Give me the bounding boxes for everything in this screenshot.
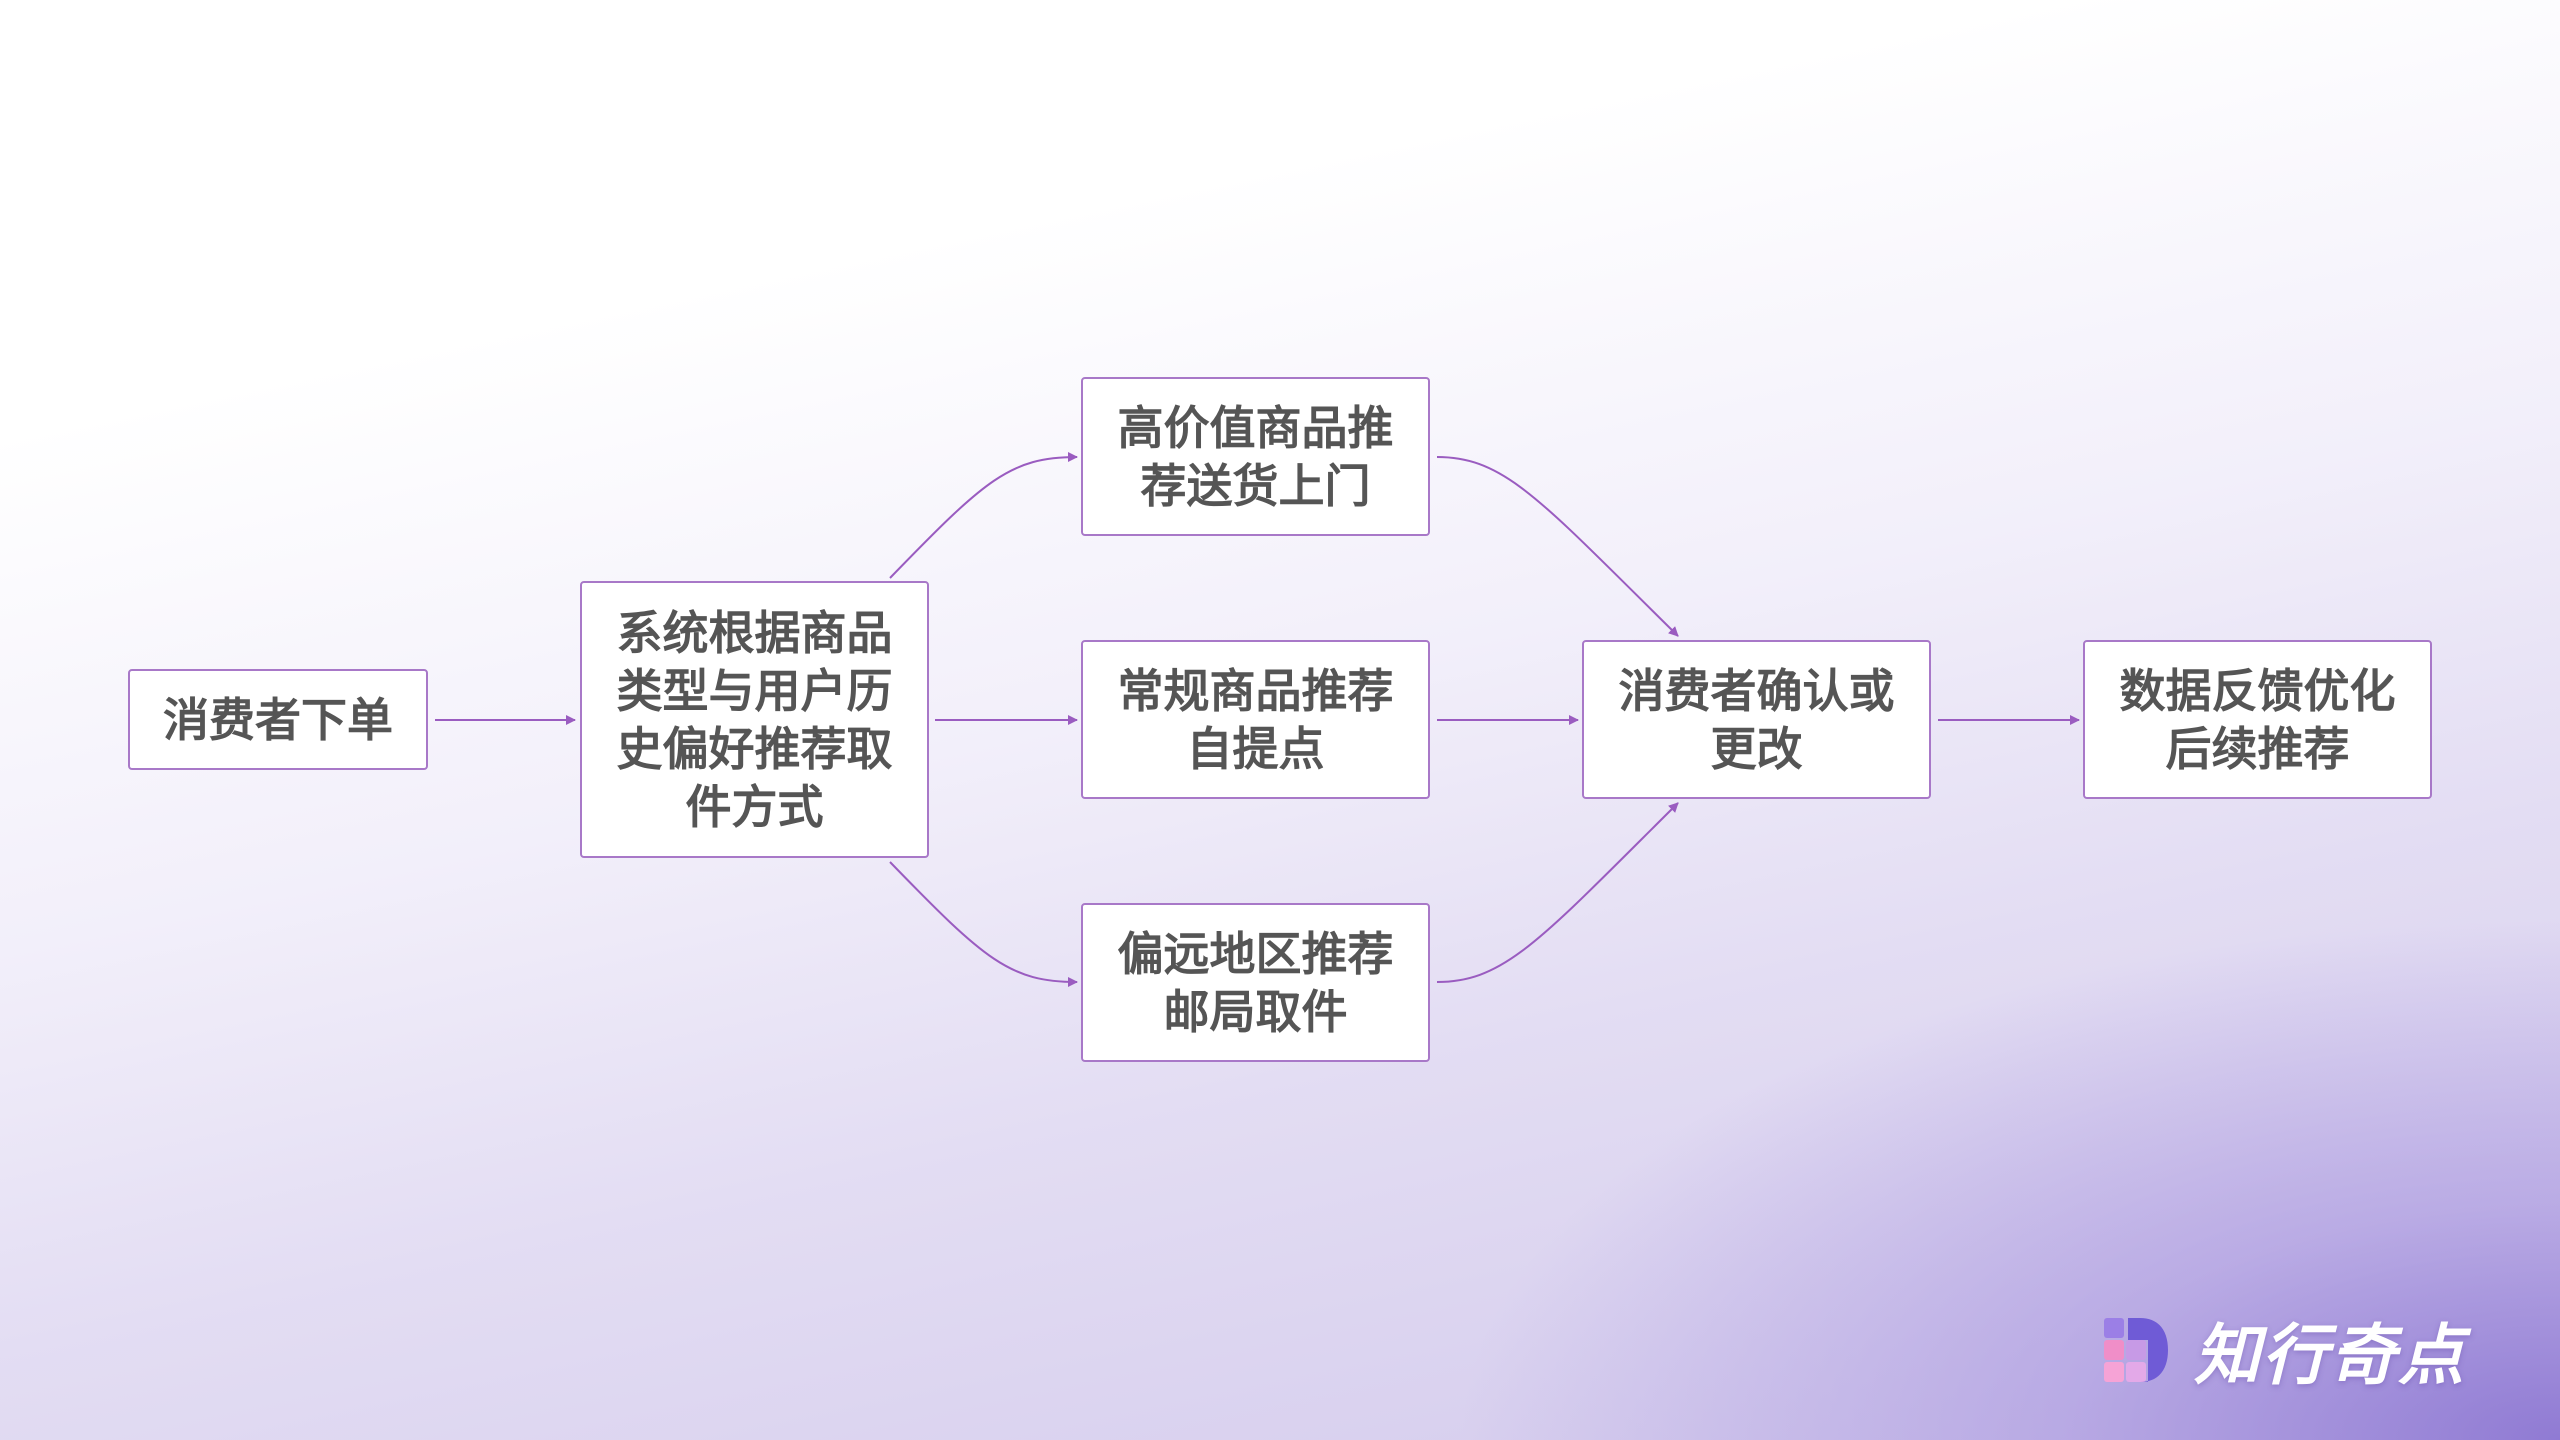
node-confirm: 消费者确认或更改 — [1582, 640, 1931, 799]
edge-high-value-to-confirm — [1436, 456, 1679, 637]
node-recommend: 系统根据商品类型与用户历史偏好推荐取件方式 — [580, 581, 929, 858]
node-high-value-label: 高价值商品推荐送货上门 — [1117, 400, 1394, 513]
node-confirm-label: 消费者确认或更改 — [1618, 663, 1895, 776]
node-order-label: 消费者下单 — [163, 692, 393, 747]
edge-remote-to-confirm — [1436, 802, 1679, 983]
brand-logo: 知行奇点 — [2100, 1310, 2466, 1394]
brand-logo-icon — [2104, 1318, 2168, 1382]
node-feedback-label: 数据反馈优化后续推荐 — [2119, 663, 2396, 776]
edge-recommend-to-high-value — [889, 452, 1078, 579]
edge-recommend-to-remote — [889, 861, 1078, 987]
node-order: 消费者下单 — [128, 669, 428, 770]
brand-logo-text: 知行奇点 — [2194, 1317, 2466, 1394]
node-remote: 偏远地区推荐邮局取件 — [1081, 903, 1430, 1062]
node-recommend-label: 系统根据商品类型与用户历史偏好推荐取件方式 — [616, 605, 893, 834]
node-regular: 常规商品推荐自提点 — [1081, 640, 1430, 799]
node-regular-label: 常规商品推荐自提点 — [1117, 663, 1394, 776]
node-high-value: 高价值商品推荐送货上门 — [1081, 377, 1430, 536]
node-remote-label: 偏远地区推荐邮局取件 — [1117, 926, 1394, 1039]
node-feedback: 数据反馈优化后续推荐 — [2083, 640, 2432, 799]
